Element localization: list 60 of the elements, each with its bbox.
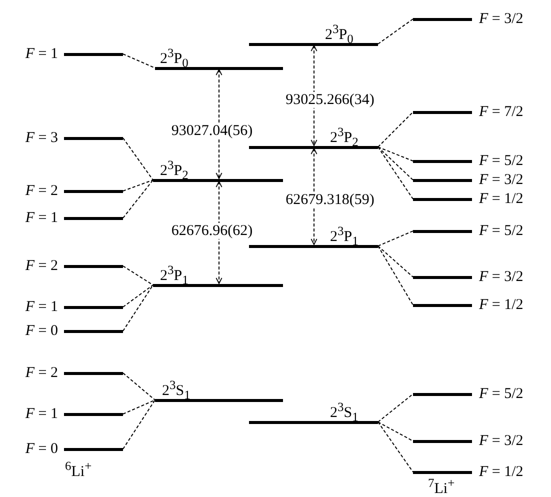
connector-line	[378, 230, 414, 246]
level-label: 2$^{3}$P$_{0}$	[325, 21, 354, 48]
connector-line	[378, 422, 414, 442]
level-label: F = 3	[25, 129, 58, 147]
level-label: F = 5/2	[479, 152, 524, 170]
level-label: F = 5/2	[479, 222, 524, 240]
level-label: F = 5/2	[479, 385, 524, 403]
level-label: F = 2	[25, 257, 58, 275]
connector-line	[378, 146, 414, 180]
level-label: 2$^{3}$P$_{0}$	[160, 45, 188, 72]
level-label: F = 2	[25, 182, 58, 200]
level-label: F = 1	[25, 405, 58, 423]
isotope-label: $^{6}$Li$^{+}$	[65, 458, 92, 481]
level-label: F = 3/2	[479, 10, 524, 28]
level-label: F = 7/2	[479, 103, 524, 121]
connector-line	[122, 54, 156, 68]
double-arrow	[216, 69, 222, 179]
double-arrow	[216, 181, 222, 284]
level-label: 2$^{3}$S$_{1}$	[330, 399, 358, 426]
connector-line	[378, 246, 414, 278]
level-label: F = 0	[25, 322, 58, 340]
double-arrow	[310, 45, 318, 146]
edge-label: 62679.318(59)	[284, 192, 376, 208]
level-label: 2$^{3}$P$_{1}$	[330, 223, 358, 250]
double-arrow	[310, 148, 318, 245]
level-label: 2$^{3}$P$_{1}$	[160, 262, 188, 289]
connector-line	[378, 18, 414, 44]
connector-line	[122, 400, 156, 450]
connector-line	[378, 394, 414, 422]
level-label: F = 1	[25, 45, 58, 63]
connector-line	[122, 180, 154, 218]
level-label: F = 3/2	[479, 432, 524, 450]
level-label: F = 1	[25, 209, 58, 227]
edge-label: 93025.266(34)	[284, 92, 376, 108]
level-label: F = 3/2	[479, 171, 524, 189]
connector-line	[378, 112, 414, 148]
level-label: F = 1/2	[479, 296, 524, 314]
connector-line	[122, 284, 154, 332]
level-label: F = 2	[25, 364, 58, 382]
level-label: F = 3/2	[479, 268, 524, 286]
edge-label: 62676.96(62)	[170, 223, 254, 239]
level-label: F = 1/2	[479, 190, 524, 208]
edge-label: 93027.04(56)	[170, 123, 254, 139]
level-label: F = 1	[25, 298, 58, 316]
connector-line	[122, 400, 156, 414]
connector-line	[122, 138, 154, 180]
connector-line	[378, 146, 414, 162]
level-label: 2$^{3}$P$_{2}$	[330, 124, 358, 151]
connector-line	[378, 146, 414, 200]
connector-line	[122, 284, 154, 308]
connector-line	[122, 180, 154, 192]
level-label: 2$^{3}$S$_{1}$	[162, 377, 190, 404]
connector-line	[122, 266, 154, 286]
level-label: F = 0	[25, 440, 58, 458]
level-label: F = 1/2	[479, 463, 524, 481]
connector-line	[378, 422, 414, 472]
connector-line	[378, 246, 414, 306]
connector-line	[122, 372, 156, 400]
isotope-label: $^{7}$Li$^{+}$	[428, 475, 455, 497]
level-label: 2$^{3}$P$_{2}$	[160, 157, 188, 184]
